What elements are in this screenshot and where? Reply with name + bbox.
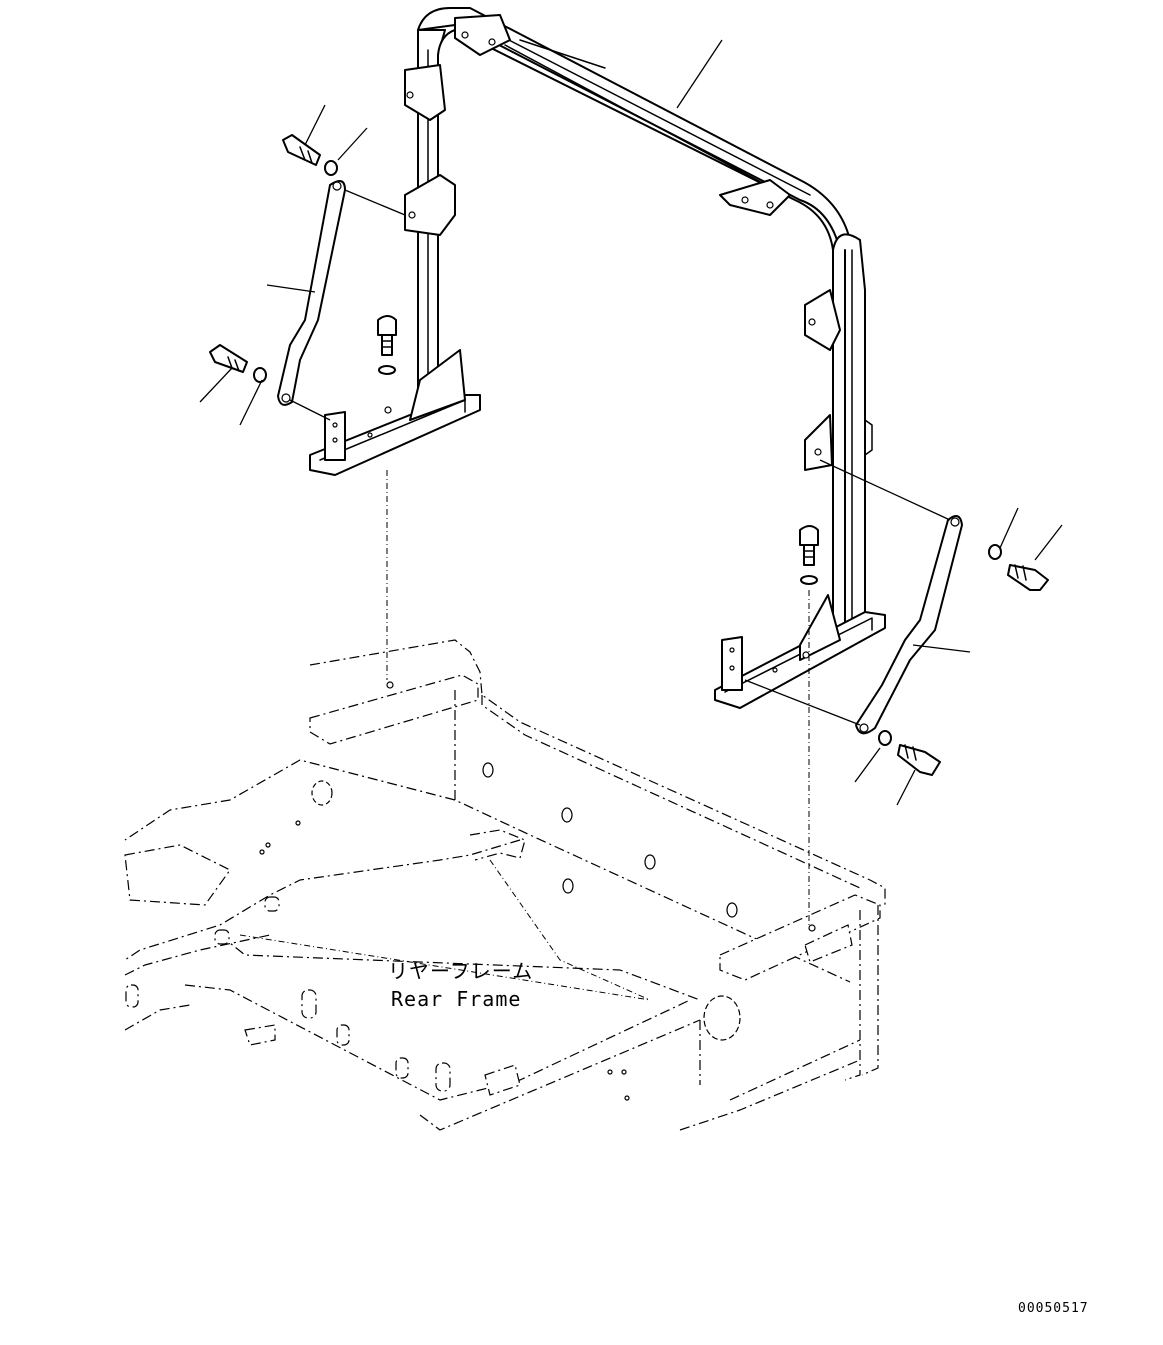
left-washer-upper xyxy=(324,160,338,176)
callout-leaders xyxy=(199,39,1063,806)
right-base-washer xyxy=(800,575,818,585)
left-bolt-upper xyxy=(282,134,321,166)
left-base-bolt xyxy=(377,315,397,356)
left-base-washer xyxy=(378,365,396,375)
assembly-lines xyxy=(289,189,951,925)
right-base-bolt xyxy=(799,525,819,566)
right-bolt-lower xyxy=(897,744,941,776)
right-washer-lower xyxy=(878,730,892,746)
rear-frame xyxy=(124,639,886,1131)
rear-frame-label-jp: リヤーフレーム xyxy=(388,959,533,983)
drawing-id: 00050517 xyxy=(1018,1301,1089,1316)
right-bolt-upper xyxy=(1007,564,1049,591)
right-washer-upper xyxy=(988,544,1002,560)
right-stay xyxy=(855,515,963,735)
left-washer-lower xyxy=(253,367,267,383)
left-stay xyxy=(277,180,346,406)
canopy-frame xyxy=(309,7,886,709)
left-bolt-lower xyxy=(209,344,248,373)
rear-frame-label-en: Rear Frame xyxy=(391,987,521,1011)
